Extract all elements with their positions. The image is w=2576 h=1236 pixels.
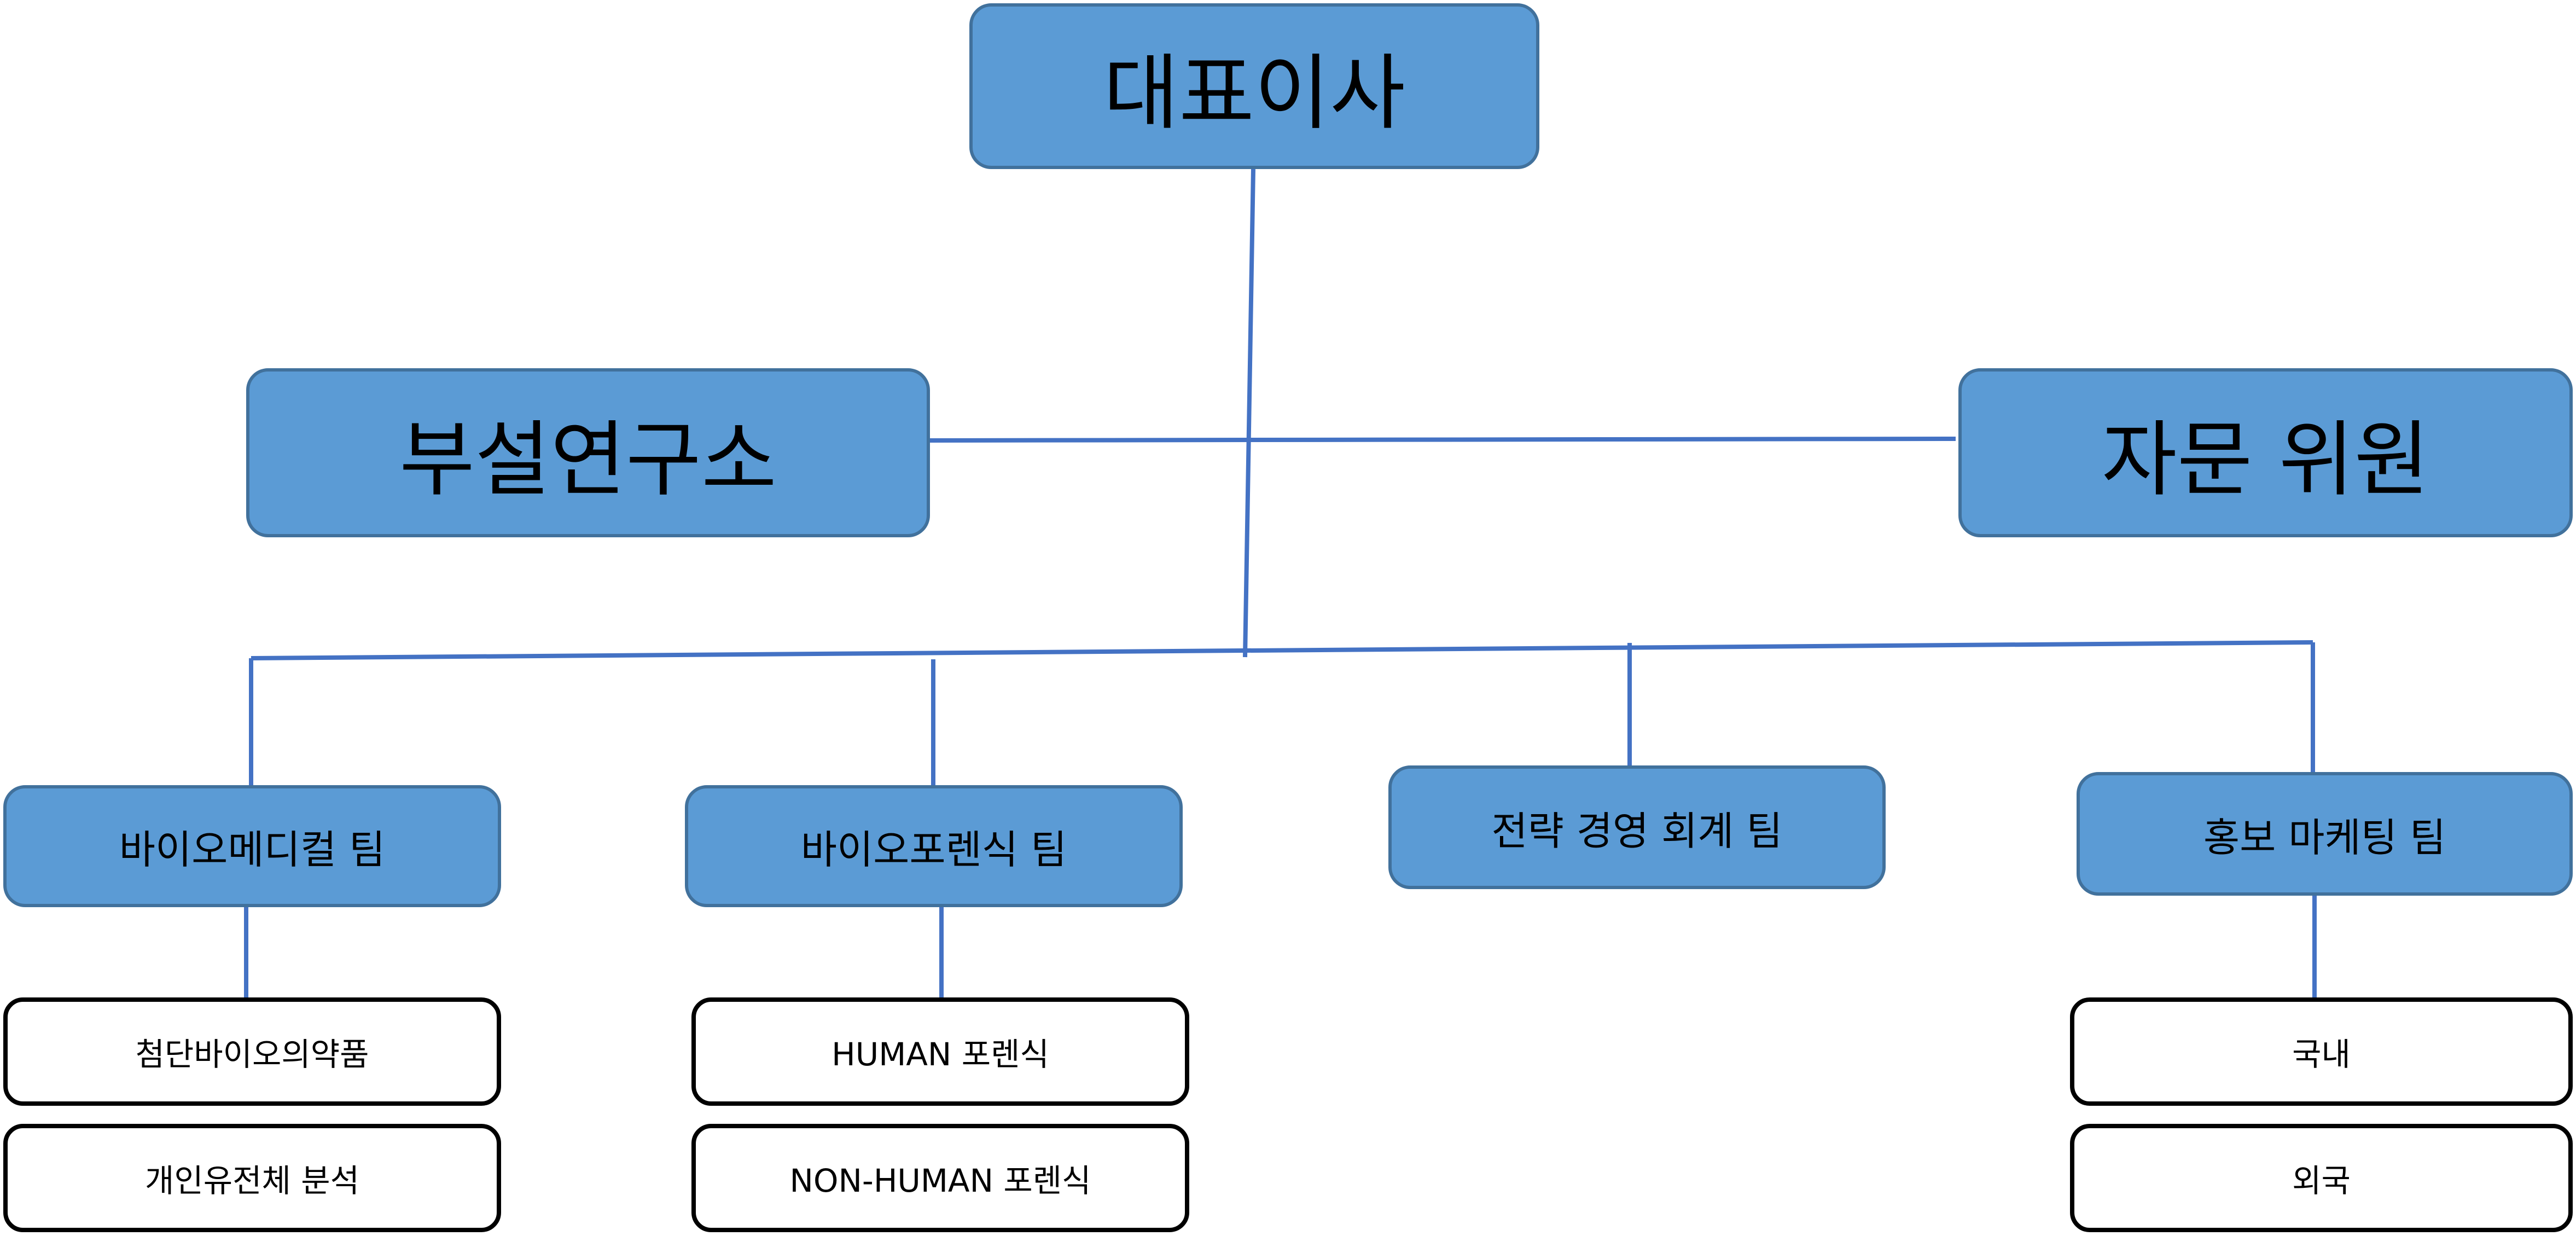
sub-unit-label: NON-HUMAN 포렌식 [789, 1162, 1091, 1199]
connector-ceo-trunk [1243, 169, 1255, 658]
team-strategy: 전략 경영 회계 팀 [1388, 765, 1886, 889]
sub-unit-label: 개인유전체 분석 [145, 1162, 359, 1199]
sub-unit: 첨단바이오의약품 [3, 997, 501, 1106]
team-marketing: 홍보 마케팅 팀 [2077, 772, 2573, 896]
sub-unit: NON-HUMAN 포렌식 [691, 1124, 1189, 1232]
connector-lab-advisory [929, 437, 1956, 443]
sub-unit: 외국 [2070, 1124, 2573, 1232]
team-bioforensic: 바이오포렌식 팀 [685, 785, 1183, 907]
advisory-box: 자문 위원 [1958, 368, 2573, 537]
sub-unit: 국내 [2070, 997, 2573, 1106]
ceo-label: 대표이사 [1103, 46, 1405, 141]
ceo-box: 대표이사 [969, 3, 1539, 169]
sub-unit: HUMAN 포렌식 [691, 997, 1189, 1106]
advisory-label: 자문 위원 [2101, 413, 2430, 508]
sub-unit-label: 국내 [2292, 1036, 2351, 1073]
sub-unit: 개인유전체 분석 [3, 1124, 501, 1232]
sub-unit-label: 외국 [2292, 1162, 2351, 1199]
research-lab-box: 부설연구소 [246, 368, 930, 537]
connector-team-bus [251, 640, 2313, 660]
team-label: 바이오메디컬 팀 [119, 827, 386, 873]
team-biomedical: 바이오메디컬 팀 [3, 785, 501, 907]
team-label: 전략 경영 회계 팀 [1491, 808, 1783, 854]
sub-unit-label: 첨단바이오의약품 [135, 1036, 369, 1073]
research-lab-label: 부설연구소 [399, 413, 777, 508]
team-label: 홍보 마케팅 팀 [2203, 814, 2446, 861]
sub-unit-label: HUMAN 포렌식 [831, 1036, 1049, 1073]
team-label: 바이오포렌식 팀 [800, 827, 1067, 873]
